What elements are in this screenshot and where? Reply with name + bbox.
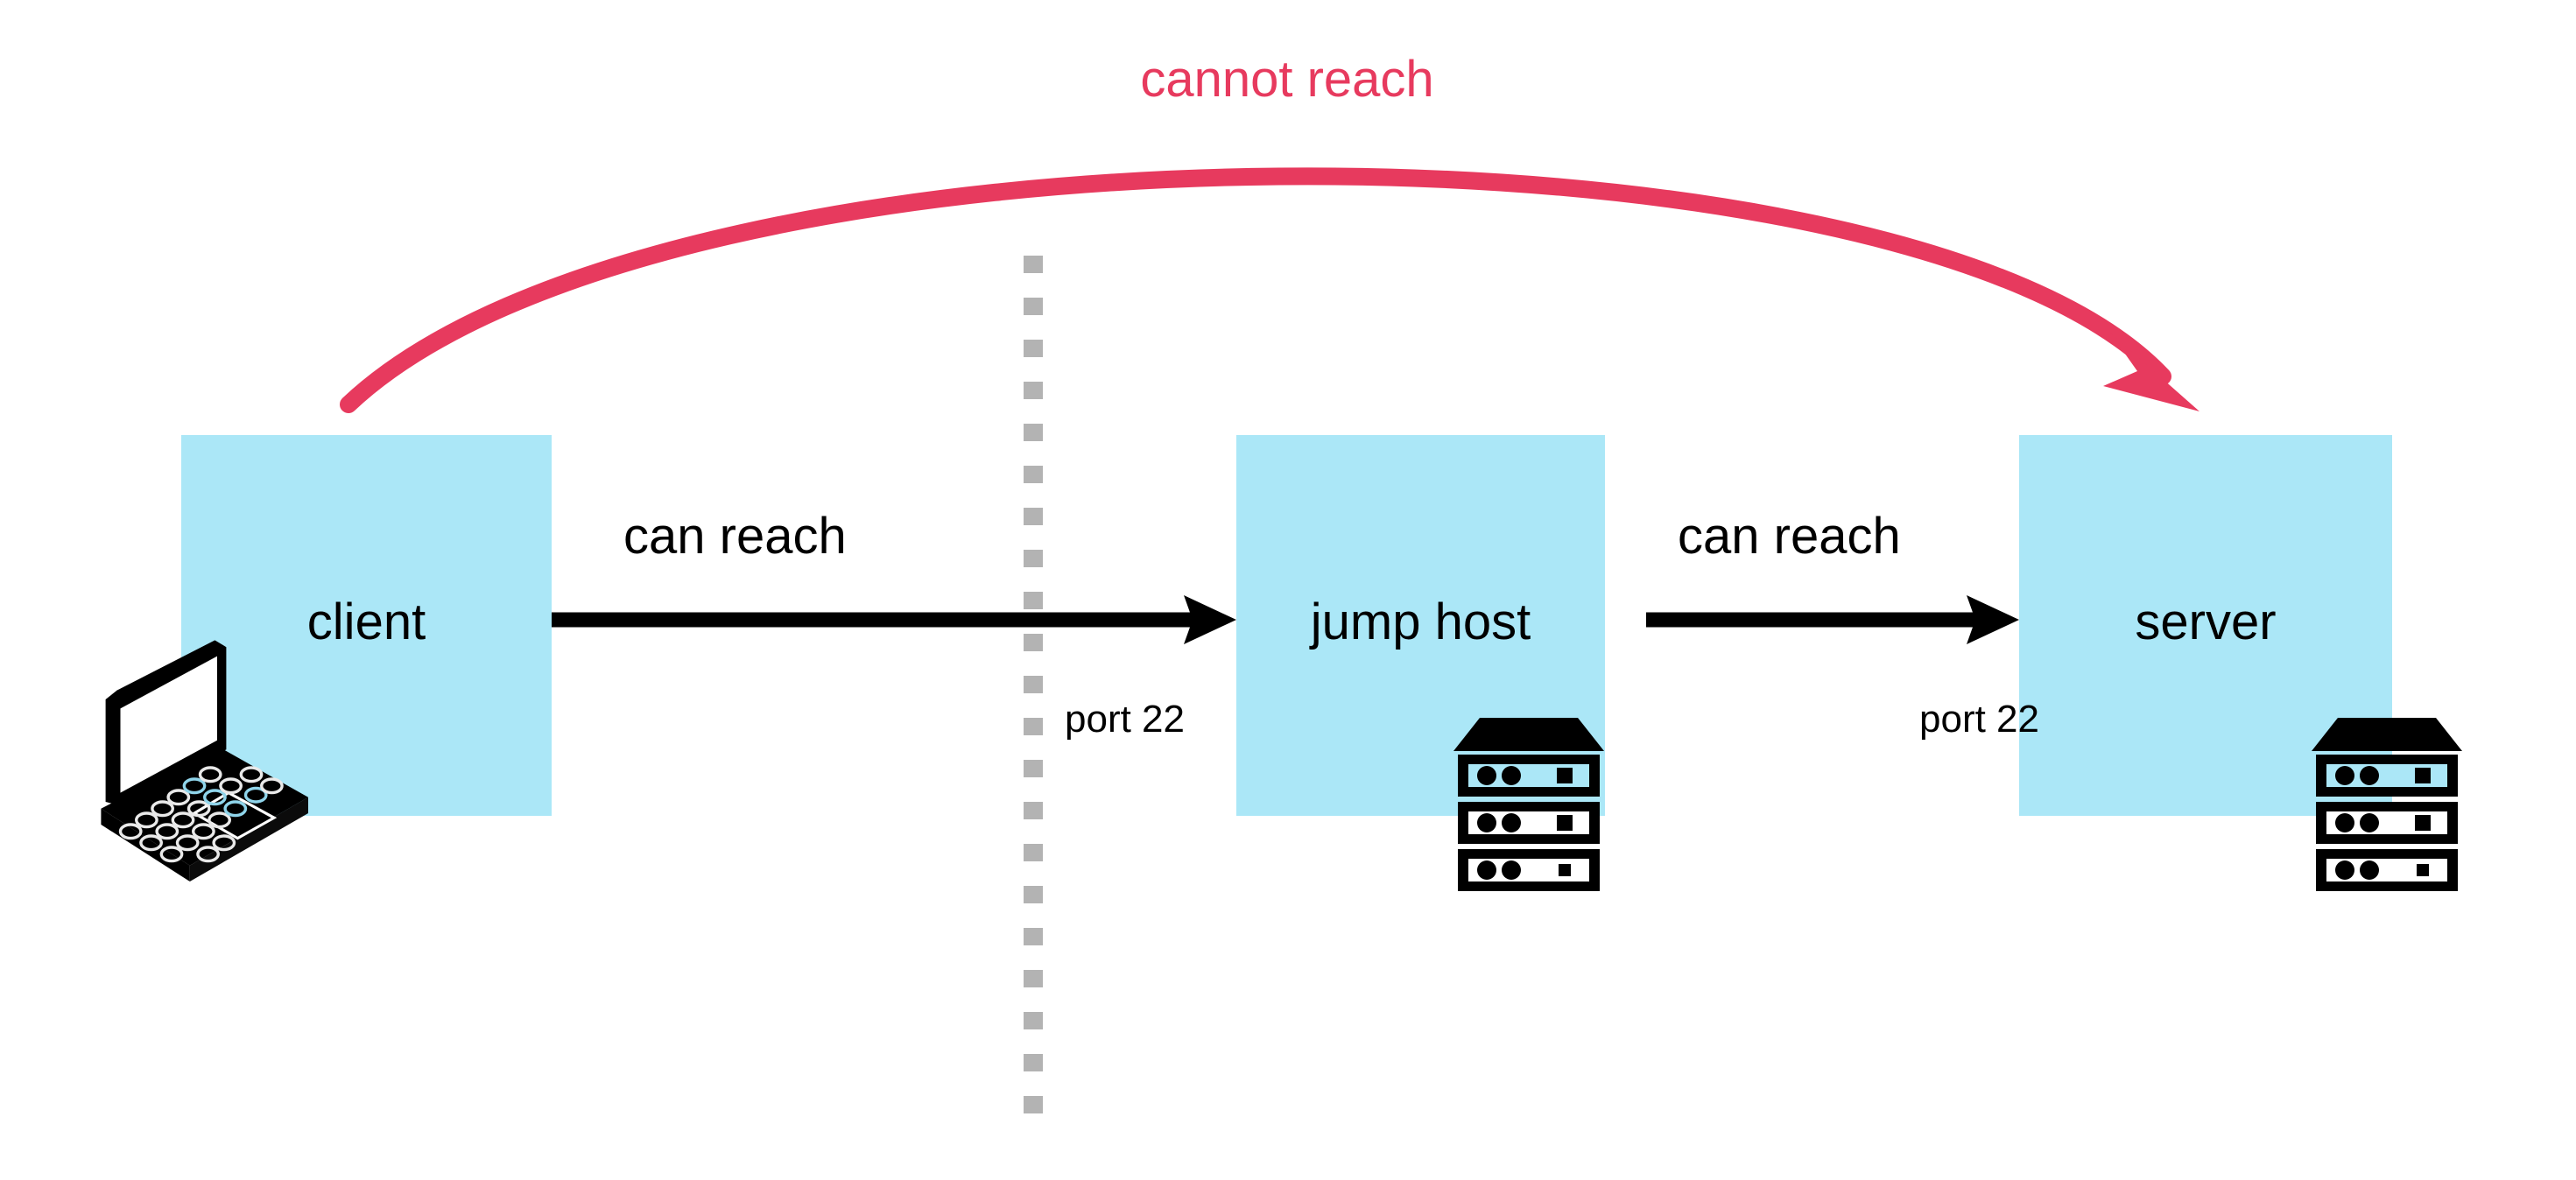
edge-label-cannot-reach: cannot reach: [1140, 51, 1434, 108]
edge-sublabel-port-22-client-to-jump: port 22: [1065, 698, 1185, 741]
edge-label-can-reach-jump-to-server: can reach: [1678, 508, 1901, 565]
node-label-client: client: [306, 594, 426, 650]
node-box-jump-host[interactable]: [1236, 435, 1605, 816]
edge-arrow-jump-host-to-server: [1646, 595, 2019, 644]
edge-label-can-reach-client-to-jump: can reach: [623, 508, 847, 565]
edge-arrow-client-to-jump-host: [552, 595, 1236, 644]
node-label-jump-host: jump host: [1310, 594, 1531, 650]
node-label-server: server: [2135, 594, 2277, 650]
node-box-client[interactable]: [181, 435, 552, 816]
laptop-icon: [101, 640, 309, 881]
server-rack-icon-server: [2312, 718, 2462, 891]
edge-arrow-client-to-server-blocked: [340, 167, 2199, 413]
edge-sublabel-port-22-jump-to-server: port 22: [1919, 698, 2039, 741]
server-rack-icon-jump-host: [1453, 718, 1604, 891]
node-box-server[interactable]: [2019, 435, 2392, 816]
